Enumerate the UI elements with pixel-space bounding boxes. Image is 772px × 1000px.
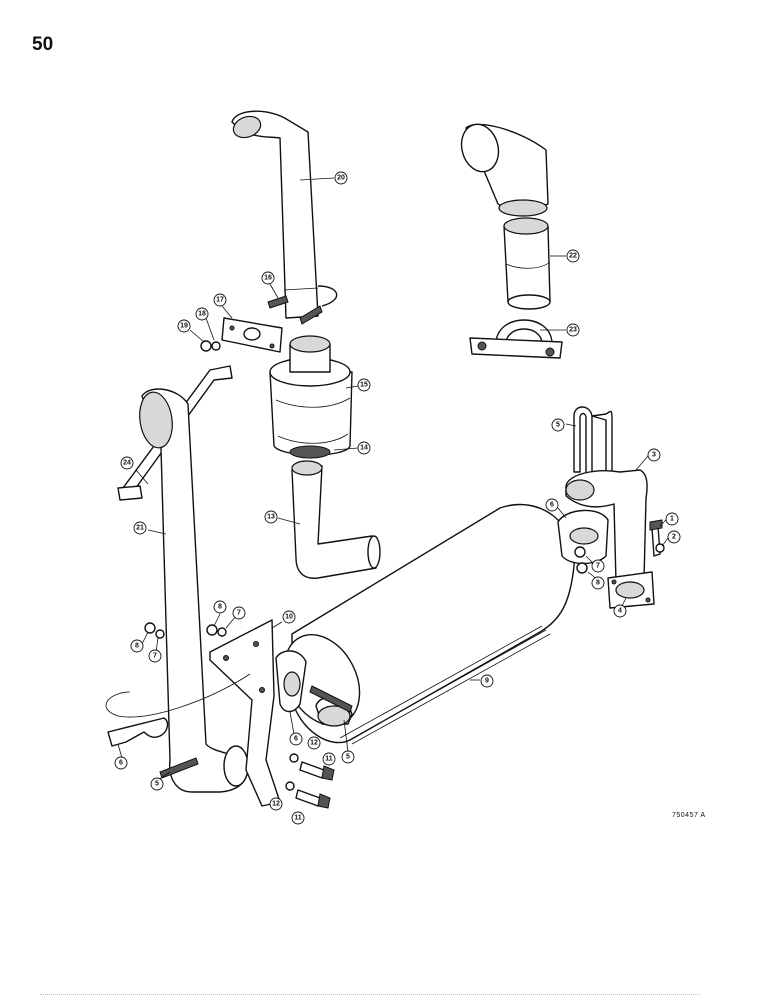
callout-12-upper: 12 bbox=[307, 736, 321, 750]
svg-text:9: 9 bbox=[485, 678, 489, 685]
svg-text:17: 17 bbox=[216, 297, 224, 304]
callout-23: 23 bbox=[566, 323, 580, 337]
nut-washer-7-8-left bbox=[141, 622, 165, 653]
elbow-pipe-13 bbox=[277, 460, 381, 579]
svg-text:16: 16 bbox=[264, 275, 272, 282]
callout-21: 21 bbox=[133, 521, 147, 535]
callout-8-right: 8 bbox=[591, 576, 605, 590]
straight-pipe-22 bbox=[503, 217, 566, 310]
svg-text:24: 24 bbox=[123, 460, 131, 467]
nut-washer-7-8-middle bbox=[206, 613, 237, 637]
svg-text:12: 12 bbox=[272, 801, 280, 808]
callout-22: 22 bbox=[566, 249, 580, 263]
callout-19: 19 bbox=[177, 319, 191, 333]
callout-8-middle: 8 bbox=[213, 600, 227, 614]
svg-text:2: 2 bbox=[672, 534, 676, 541]
callout-17: 17 bbox=[213, 293, 227, 307]
u-bolt-clamp-23 bbox=[469, 319, 566, 359]
bolts-11-12 bbox=[285, 753, 335, 809]
callout-11-upper: 11 bbox=[322, 752, 336, 766]
silencer-canister-15 bbox=[269, 335, 359, 459]
stud-16 bbox=[267, 283, 323, 325]
svg-text:7: 7 bbox=[153, 653, 157, 660]
callout-6-right: 6 bbox=[545, 498, 559, 512]
callout-1: 1 bbox=[665, 512, 679, 526]
mounting-bracket-10 bbox=[105, 619, 283, 807]
svg-text:18: 18 bbox=[198, 311, 206, 318]
callout-8-left: 8 bbox=[130, 639, 144, 653]
callout-6-left: 6 bbox=[114, 756, 128, 770]
callout-13: 13 bbox=[264, 510, 278, 524]
clamp-bracket-17 bbox=[221, 305, 283, 353]
callout-18: 18 bbox=[195, 307, 209, 321]
svg-text:7: 7 bbox=[596, 563, 600, 570]
svg-text:4: 4 bbox=[618, 608, 622, 615]
callout-24: 24 bbox=[120, 456, 134, 470]
callout-15: 15 bbox=[357, 378, 371, 392]
callout-4: 4 bbox=[613, 604, 627, 618]
clamp-half-6-left bbox=[107, 717, 169, 759]
callout-10: 10 bbox=[282, 610, 296, 624]
svg-text:19: 19 bbox=[180, 323, 188, 330]
svg-text:23: 23 bbox=[569, 327, 577, 334]
callout-11-lower: 11 bbox=[291, 811, 305, 825]
svg-text:8: 8 bbox=[218, 604, 222, 611]
upper-exhaust-stack bbox=[231, 110, 338, 319]
page-number: 50 bbox=[32, 34, 54, 55]
svg-text:11: 11 bbox=[294, 815, 302, 822]
svg-text:6: 6 bbox=[550, 502, 554, 509]
svg-text:1: 1 bbox=[670, 516, 674, 523]
svg-text:12: 12 bbox=[310, 740, 318, 747]
callout-5-right: 5 bbox=[551, 418, 565, 432]
svg-text:20: 20 bbox=[337, 175, 345, 182]
svg-text:15: 15 bbox=[360, 382, 368, 389]
callout-5-left: 5 bbox=[150, 777, 164, 791]
svg-text:21: 21 bbox=[136, 525, 144, 532]
svg-text:6: 6 bbox=[294, 736, 298, 743]
callout-14: 14 bbox=[357, 441, 371, 455]
svg-text:3: 3 bbox=[652, 452, 656, 459]
svg-text:22: 22 bbox=[569, 253, 577, 260]
callout-9: 9 bbox=[480, 674, 494, 688]
svg-text:5: 5 bbox=[346, 754, 350, 761]
callout-2: 2 bbox=[667, 530, 681, 544]
right-exhaust-elbow-assembly bbox=[557, 406, 669, 609]
callout-5-muffler: 5 bbox=[341, 750, 355, 764]
svg-text:7: 7 bbox=[237, 610, 241, 617]
svg-text:14: 14 bbox=[360, 445, 368, 452]
svg-text:10: 10 bbox=[285, 614, 293, 621]
leader-14 bbox=[333, 447, 359, 451]
clamp-stud-5-6-muffler bbox=[275, 650, 353, 753]
bottom-rule bbox=[40, 994, 700, 997]
svg-text:5: 5 bbox=[155, 781, 159, 788]
callout-16: 16 bbox=[261, 271, 275, 285]
nut-washer-18-19 bbox=[189, 317, 221, 352]
callout-3: 3 bbox=[647, 448, 661, 462]
svg-text:8: 8 bbox=[596, 580, 600, 587]
large-exhaust-stack-21 bbox=[139, 388, 249, 793]
callout-7-left: 7 bbox=[148, 649, 162, 663]
svg-text:5: 5 bbox=[556, 422, 560, 429]
callout-6-muffler: 6 bbox=[289, 732, 303, 746]
callout-7-middle: 7 bbox=[232, 606, 246, 620]
svg-text:8: 8 bbox=[135, 643, 139, 650]
svg-text:13: 13 bbox=[267, 514, 275, 521]
rain-cap bbox=[460, 123, 549, 217]
svg-text:6: 6 bbox=[119, 760, 123, 767]
figure-code: 750457 A bbox=[672, 812, 706, 819]
callout-12-lower: 12 bbox=[269, 797, 283, 811]
callout-7-right: 7 bbox=[591, 559, 605, 573]
svg-text:11: 11 bbox=[325, 756, 333, 763]
callout-20: 20 bbox=[334, 171, 348, 185]
